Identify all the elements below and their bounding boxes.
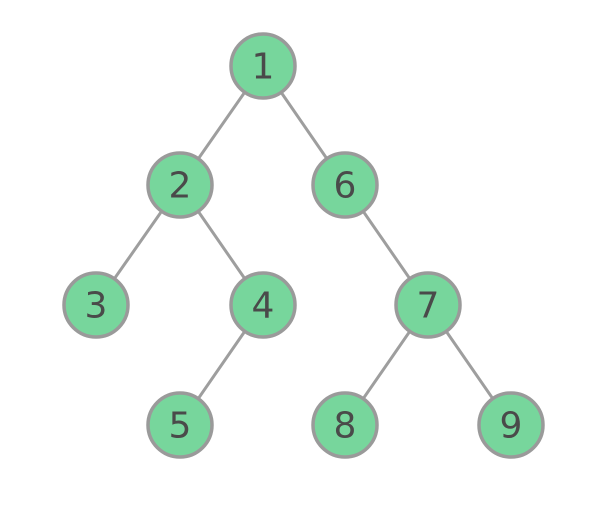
node-circle-2	[146, 151, 214, 219]
tree-node-5: 5	[146, 391, 214, 459]
tree-node-4: 4	[229, 271, 297, 339]
node-label-4: 4	[252, 286, 275, 327]
node-label-9: 9	[500, 406, 523, 447]
tree-node-1: 1	[229, 32, 297, 100]
node-label-5: 5	[169, 406, 192, 447]
tree-node-6: 6	[311, 151, 379, 219]
node-label-8: 8	[334, 406, 357, 447]
node-circle-8	[311, 391, 379, 459]
node-label-7: 7	[417, 286, 440, 327]
node-circle-6	[311, 151, 379, 219]
node-circle-4	[229, 271, 297, 339]
node-label-3: 3	[85, 286, 108, 327]
tree-node-2: 2	[146, 151, 214, 219]
node-label-6: 6	[334, 166, 357, 207]
tree-edges	[94, 64, 513, 427]
node-label-2: 2	[169, 166, 192, 207]
tree-node-3: 3	[62, 271, 130, 339]
node-circle-1	[229, 32, 297, 100]
tree-node-9: 9	[477, 391, 545, 459]
node-label-1: 1	[252, 47, 275, 88]
node-circle-7	[394, 271, 462, 339]
tree-node-7: 7	[394, 271, 462, 339]
node-circle-3	[62, 271, 130, 339]
tree-node-8: 8	[311, 391, 379, 459]
node-circle-9	[477, 391, 545, 459]
tree-nodes: 1 2 6 3 4 7 5 8 9	[62, 32, 545, 459]
node-circle-5	[146, 391, 214, 459]
